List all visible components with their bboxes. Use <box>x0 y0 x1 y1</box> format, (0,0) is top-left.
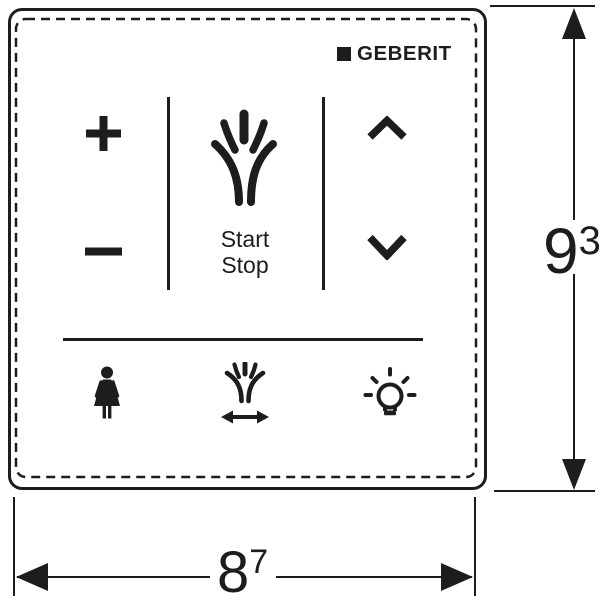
height-dimension <box>490 5 595 492</box>
height-value: 9 <box>543 215 579 287</box>
oscillating-spray-icon <box>221 362 269 424</box>
female-user-icon <box>94 366 120 419</box>
light-bulb-icon <box>363 367 417 416</box>
width-value: 8 <box>217 540 250 600</box>
start-label: Start <box>220 226 270 252</box>
plus-icon <box>86 116 121 151</box>
arrowhead-up <box>562 8 586 39</box>
control-divider-right <box>322 97 325 290</box>
geberit-logo-mark <box>337 47 351 62</box>
geberit-logo-text: GEBERIT <box>357 42 452 65</box>
section-separator <box>63 338 423 341</box>
stop-label: Stop <box>221 251 269 278</box>
panel-dashed-outline <box>14 17 478 479</box>
width-dimension <box>13 497 476 596</box>
geberit-logo: GEBERIT <box>337 42 452 65</box>
minus-icon <box>85 247 122 256</box>
chevron-down-icon <box>367 234 407 260</box>
width-fraction: 7 <box>249 543 269 581</box>
height-fraction: 3 <box>578 219 600 263</box>
arrowhead-down <box>562 459 586 490</box>
spray-icon <box>211 109 277 206</box>
arrowhead-left <box>16 563 48 591</box>
chevron-up-icon <box>367 116 407 140</box>
control-divider-left <box>167 97 170 290</box>
start-stop-label: Start Stop <box>200 226 290 278</box>
arrowhead-right <box>441 563 473 591</box>
